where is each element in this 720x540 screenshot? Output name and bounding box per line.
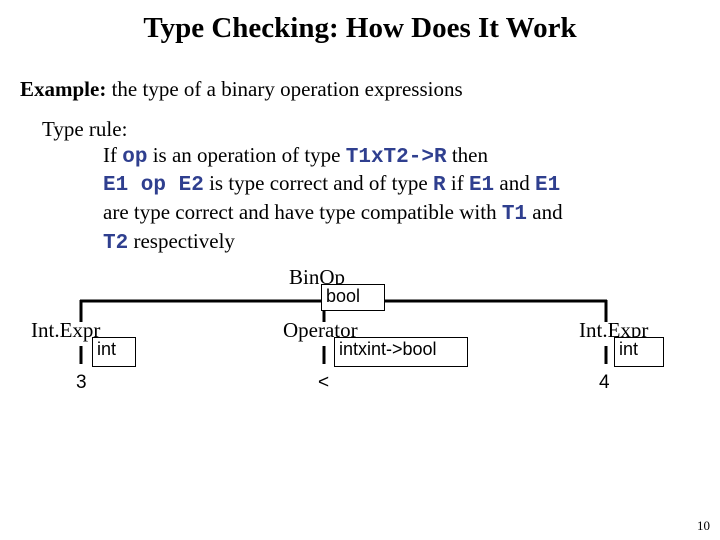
example-label: Example:: [20, 77, 107, 101]
tree-leaf-middle: <: [318, 372, 330, 393]
rule-line-4: T2 respectively: [103, 229, 235, 255]
rule-code-result-type: R: [433, 174, 446, 197]
rule-text: respectively: [128, 229, 235, 253]
rule-code-operand: E1: [468, 174, 495, 197]
rule-text: and: [527, 200, 563, 224]
type-rule-label: Type rule:: [42, 117, 128, 141]
rule-text: If: [103, 143, 123, 167]
rule-text: are type correct and have type compatibl…: [103, 200, 502, 224]
type-box-root: bool: [321, 284, 385, 311]
rule-line-2: E1 op E2 is type correct and of type R i…: [103, 171, 560, 197]
rule-code-type: T1: [501, 203, 528, 226]
type-box-middle: intxint->bool: [334, 337, 468, 367]
rule-code-expression: E1 op E2: [103, 174, 204, 197]
rule-code-type: T2: [103, 232, 129, 255]
type-box-left: int: [92, 337, 136, 367]
tree-node-left: Int.Expr: [31, 318, 101, 342]
rule-line-1: If op is an operation of type T1xT2->R t…: [103, 143, 488, 169]
rule-text: if: [445, 171, 469, 195]
page-number: 10: [697, 518, 710, 533]
type-box-right: int: [614, 337, 664, 367]
tree-leaf-right: 4: [599, 372, 610, 393]
example-line: Example: the type of a binary operation …: [20, 77, 463, 102]
rule-line-3: are type correct and have type compatibl…: [103, 200, 563, 226]
rule-code-operand: E1: [534, 174, 561, 197]
rule-code-op: op: [122, 146, 148, 169]
example-text: the type of a binary operation expressio…: [106, 77, 463, 101]
rule-text: is type correct and of type: [203, 171, 433, 195]
tree-leaf-left: 3: [76, 372, 87, 393]
rule-text: and: [494, 171, 535, 195]
slide-title: Type Checking: How Does It Work: [143, 12, 577, 44]
rule-text: then: [446, 143, 488, 167]
rule-code-signature: T1xT2->R: [345, 146, 447, 169]
rule-text: is an operation of type: [147, 143, 346, 167]
